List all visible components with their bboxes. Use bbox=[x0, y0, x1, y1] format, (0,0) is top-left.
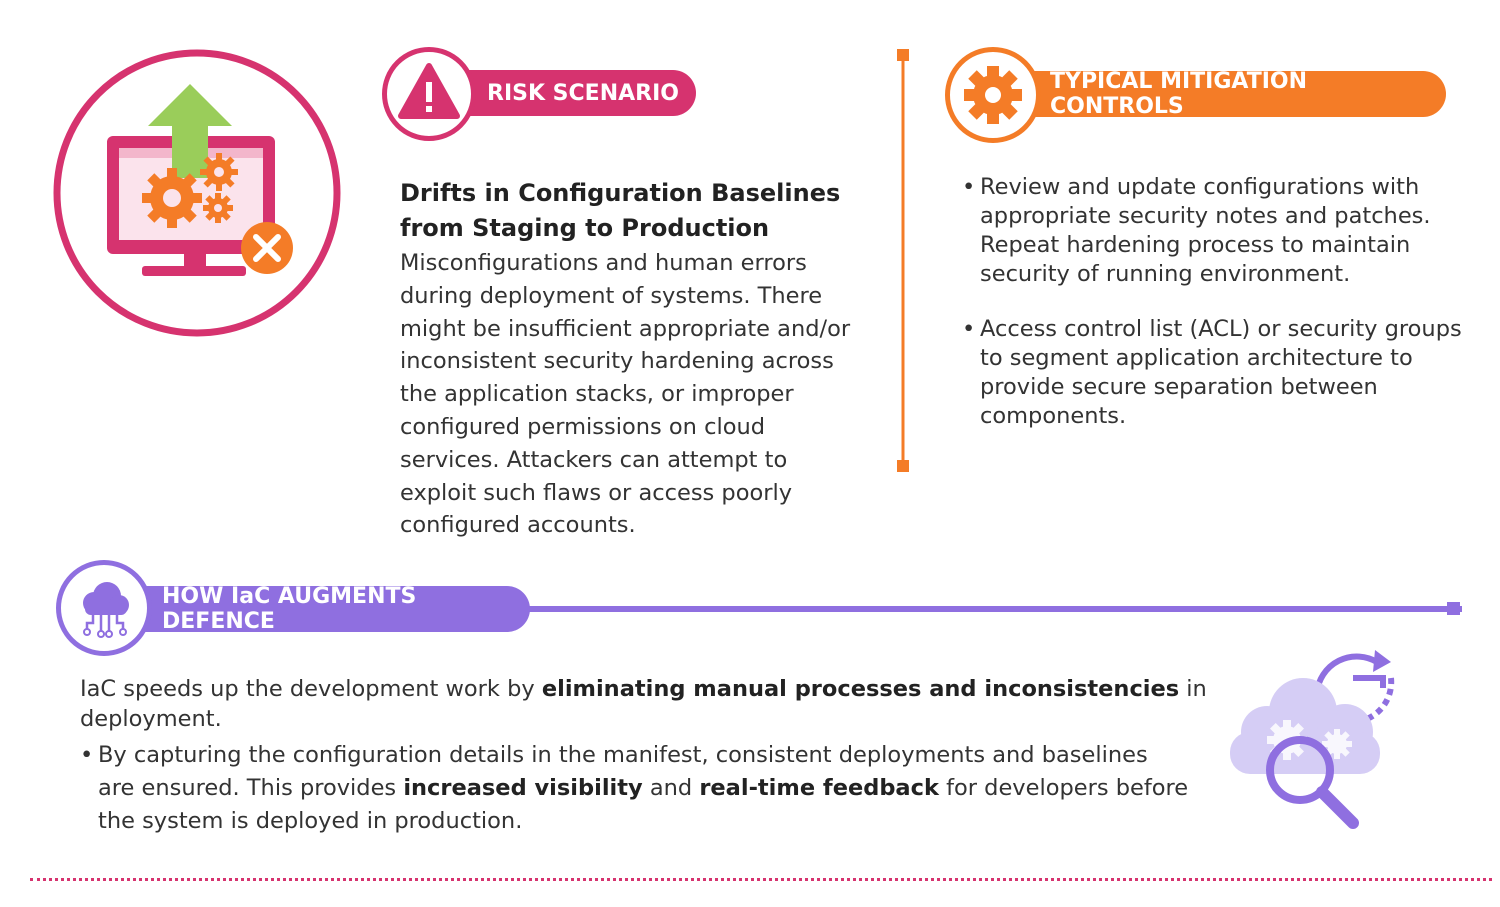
corner-illustration bbox=[1225, 640, 1400, 835]
monitor-upload-gears-error-icon bbox=[53, 49, 341, 337]
iac-intro-highlight: eliminating manual processes and inconsi… bbox=[541, 676, 1180, 702]
gear-icon bbox=[964, 66, 1022, 124]
iac-bullet-text-end: for developers before the system is depl… bbox=[98, 775, 1189, 834]
mitigation-header: TYPICAL MITIGATION CONTROLS bbox=[1000, 69, 1446, 119]
risk-icon-badge bbox=[382, 47, 476, 141]
mitigation-item: Review and update configurations with ap… bbox=[962, 173, 1482, 289]
iac-header: HOW IaC AUGMENTS DEFENCE bbox=[120, 584, 530, 634]
iac-bullet-item: By capturing the configuration details i… bbox=[80, 739, 1190, 838]
iac-label: HOW IaC AUGMENTS DEFENCE bbox=[162, 584, 417, 634]
iac-intro-text: IaC speeds up the development work by bbox=[80, 676, 542, 702]
iac-header-line bbox=[500, 606, 1462, 612]
mitigation-item: Access control list (ACL) or security gr… bbox=[962, 315, 1482, 431]
hero-illustration bbox=[52, 48, 342, 338]
footer-dotted-divider bbox=[30, 878, 1492, 881]
mitigation-icon-badge bbox=[945, 47, 1041, 143]
iac-line-end-marker bbox=[1447, 602, 1460, 615]
cloud-network-icon bbox=[83, 582, 129, 638]
mitigation-label: TYPICAL MITIGATION CONTROLS bbox=[1050, 69, 1308, 119]
iac-bullet: By capturing the configuration details i… bbox=[80, 739, 1190, 838]
iac-icon-badge bbox=[56, 560, 152, 656]
warning-triangle-icon bbox=[398, 63, 460, 119]
risk-title: Drifts in Configuration Baselines from S… bbox=[400, 179, 841, 242]
cloud-gears-magnifier-refresh-icon bbox=[1230, 650, 1395, 829]
iac-intro: IaC speeds up the development work by el… bbox=[80, 674, 1300, 734]
iac-bullet-text-mid: and bbox=[642, 775, 700, 801]
mitigation-list: Review and update configurations with ap… bbox=[962, 173, 1482, 457]
risk-scenario-label: RISK SCENARIO bbox=[487, 80, 679, 106]
vertical-divider bbox=[896, 48, 910, 474]
iac-bullet-highlight-visibility: increased visibility bbox=[403, 775, 643, 801]
iac-intro-text-end: in deployment. bbox=[80, 676, 1207, 732]
risk-body: Misconfigurations and human errors durin… bbox=[400, 250, 851, 539]
iac-bullet-highlight-feedback: real-time feedback bbox=[699, 775, 939, 801]
iac-bullet-text: By capturing the configuration details i… bbox=[98, 742, 1148, 801]
risk-scenario-header: RISK SCENARIO bbox=[440, 70, 696, 116]
